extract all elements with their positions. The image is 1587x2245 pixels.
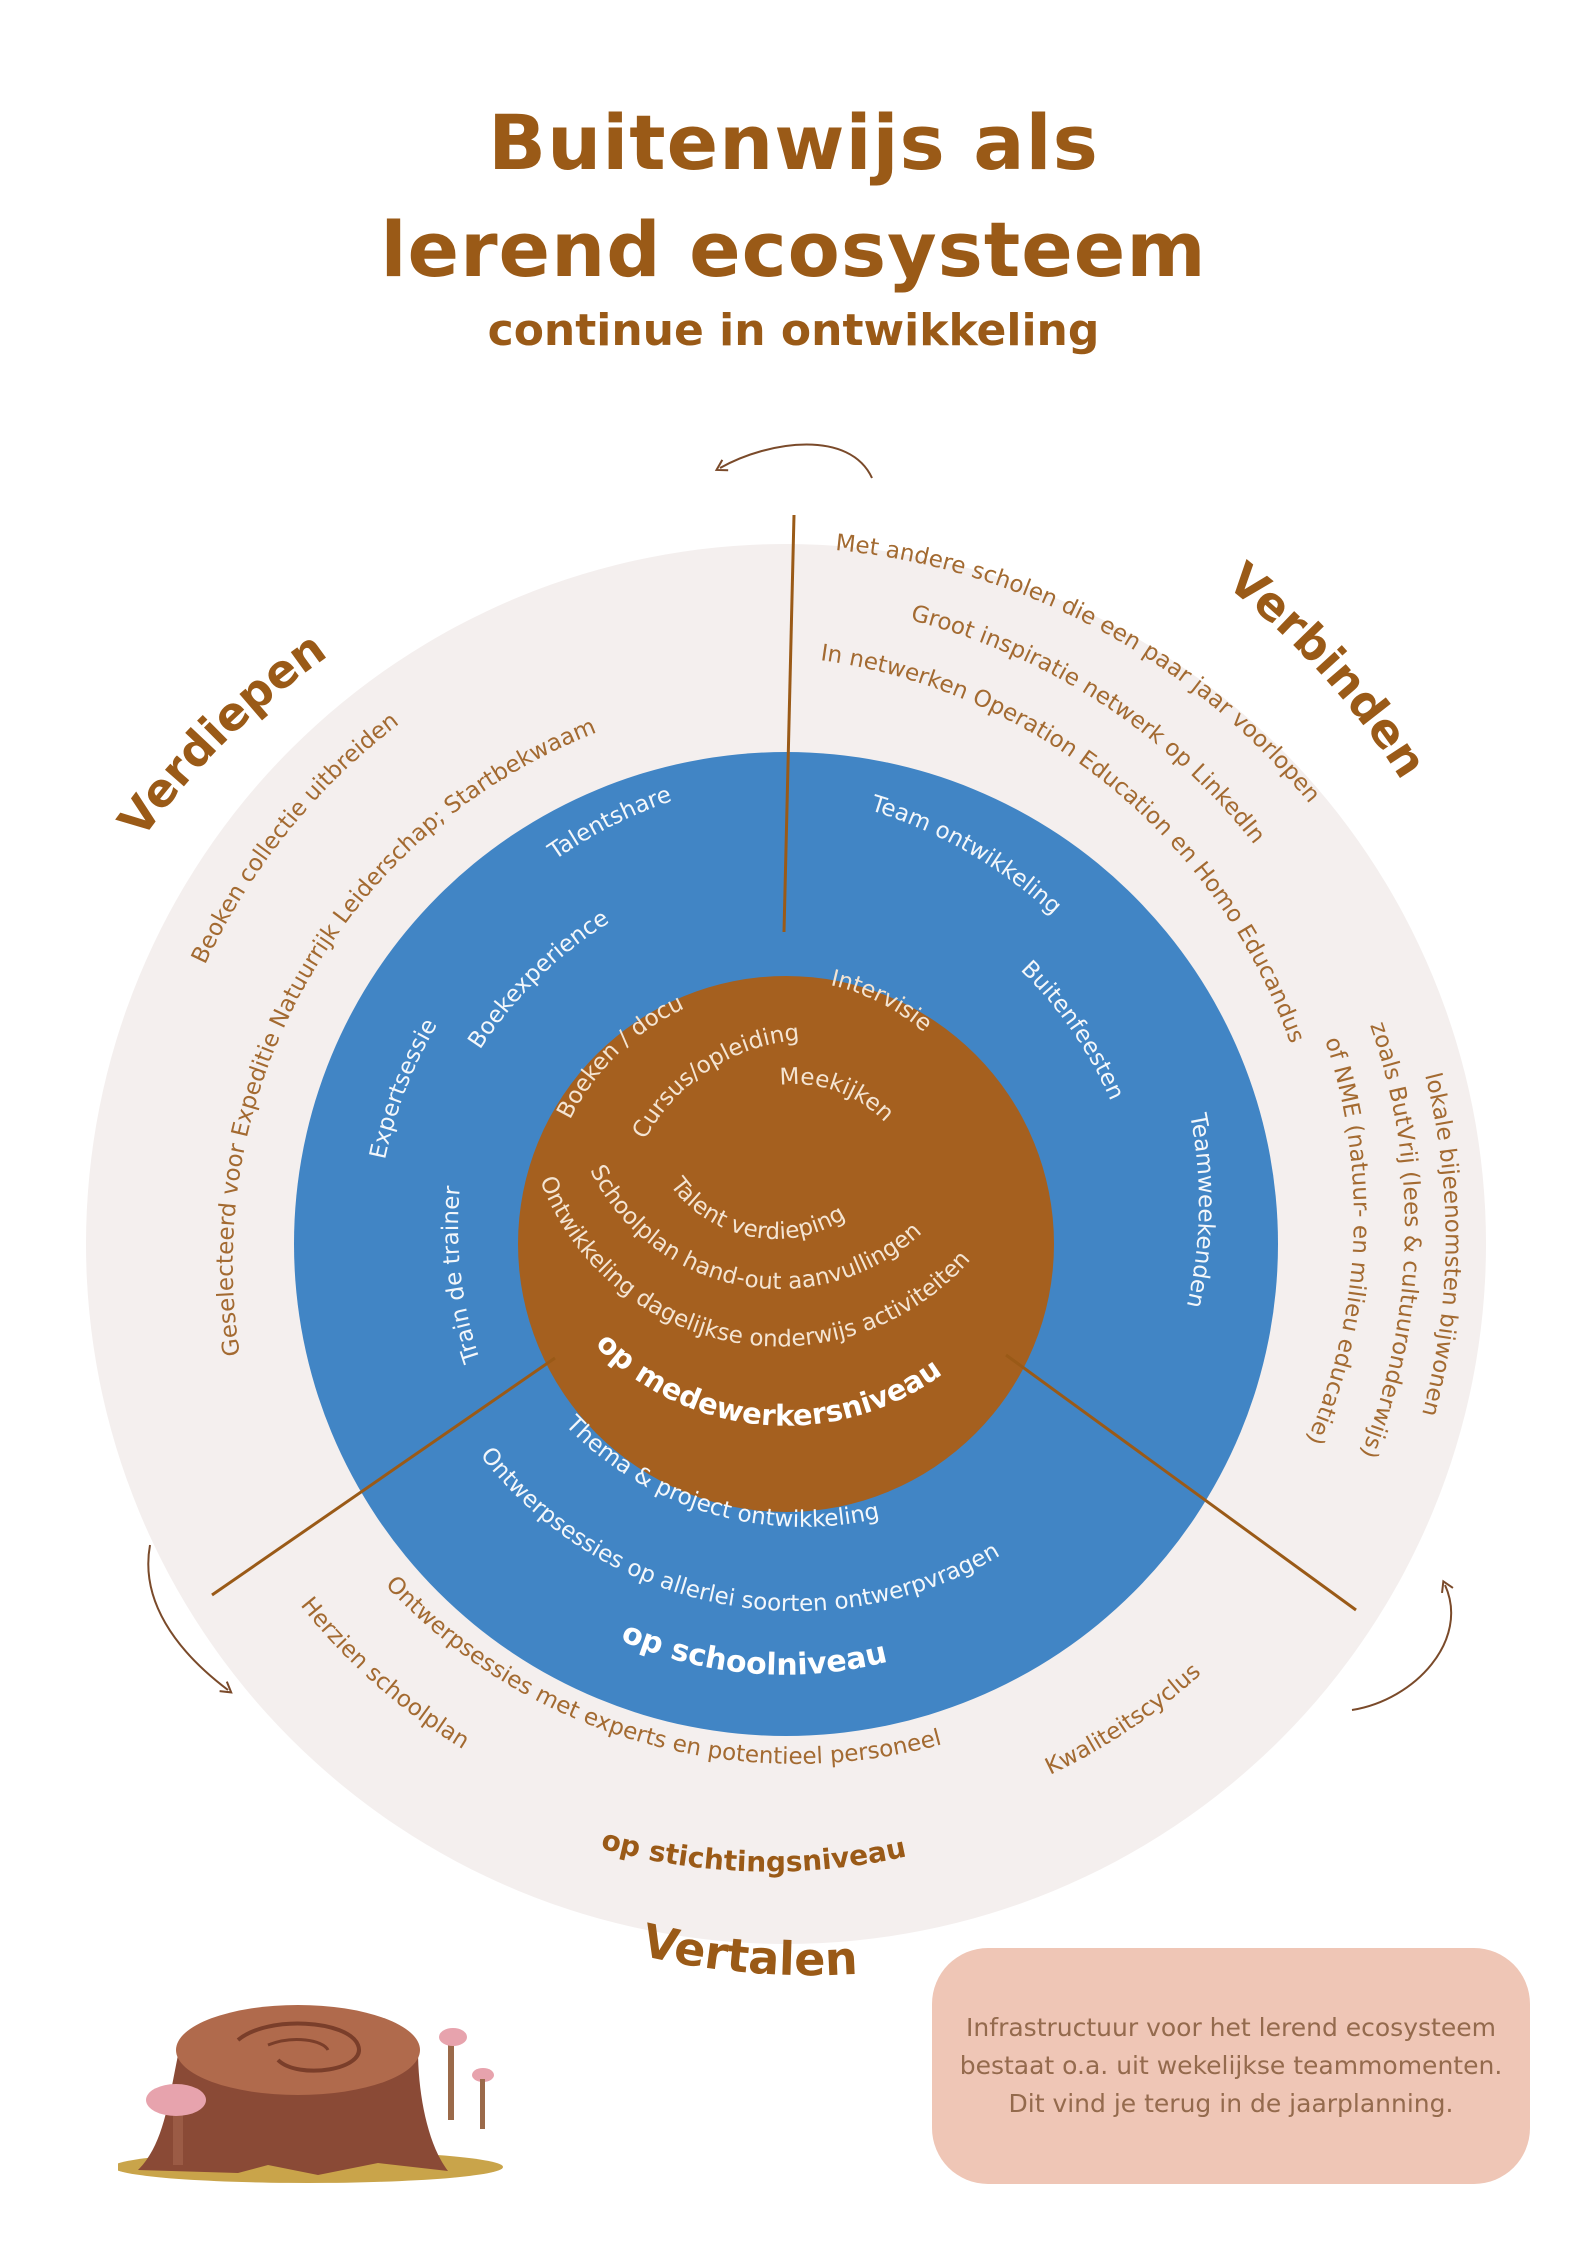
cycle-arrow-right xyxy=(1351,1579,1454,1711)
divider-right xyxy=(1005,1353,1357,1612)
title-line-1: Buitenwijs als xyxy=(488,98,1099,187)
infrastructure-note: Infrastructuur voor het lerend ecosystee… xyxy=(932,1948,1530,2184)
cycle-arrow-left xyxy=(147,1544,233,1694)
note-text: Infrastructuur voor het lerend ecosystee… xyxy=(959,2013,1503,2118)
cycle-arrow-top xyxy=(714,443,873,479)
core-circle xyxy=(518,976,1054,1512)
tree-stump-illustration xyxy=(118,2005,503,2183)
title-line-2: lerend ecosysteem xyxy=(380,205,1207,294)
divider-left xyxy=(211,1356,556,1597)
subtitle: continue in ontwikkeling xyxy=(487,305,1100,356)
divider-top xyxy=(782,514,796,933)
